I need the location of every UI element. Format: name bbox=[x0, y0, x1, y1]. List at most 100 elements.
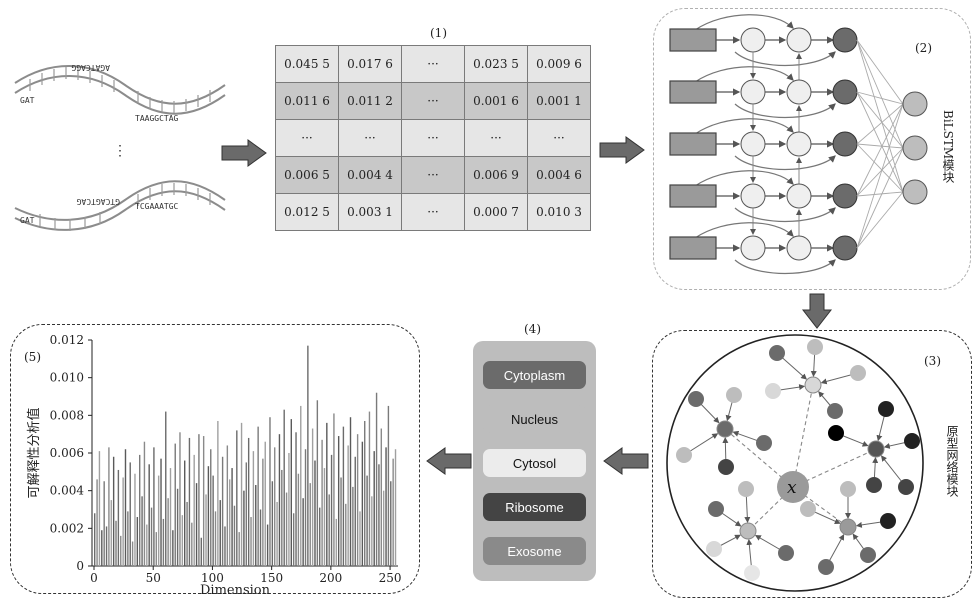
lstm-forward-arrow bbox=[734, 155, 836, 170]
bar bbox=[139, 454, 141, 566]
matrix-cell: ··· bbox=[401, 156, 465, 194]
matrix-cell: 0.011 6 bbox=[275, 82, 339, 120]
bar bbox=[352, 486, 354, 566]
matrix-cell: 0.009 6 bbox=[527, 45, 591, 83]
prototype-module-label: 原型网络模块 bbox=[945, 425, 959, 497]
lstm-forward-arrow bbox=[734, 207, 836, 222]
bar bbox=[335, 518, 337, 566]
matrix-cell: 0.004 4 bbox=[338, 156, 402, 194]
lstm-forward-cell bbox=[740, 79, 766, 105]
lstm-forward-arrow bbox=[734, 51, 836, 66]
matrix-cell: 0.000 7 bbox=[464, 193, 528, 231]
output-node bbox=[902, 91, 928, 117]
lstm-forward-cell bbox=[740, 235, 766, 261]
lstm-backward-cell bbox=[786, 235, 812, 261]
step1-label: (1) bbox=[430, 26, 447, 40]
bar bbox=[321, 439, 323, 566]
x-tick-label: 0 bbox=[90, 571, 98, 585]
dense-connection bbox=[856, 103, 904, 197]
bar bbox=[160, 458, 162, 566]
arrow-proto-to-locations bbox=[603, 447, 649, 475]
bar bbox=[157, 475, 160, 566]
matrix-cell: 0.006 5 bbox=[275, 156, 339, 194]
lstm-backward-arrow bbox=[694, 66, 794, 83]
support-sample bbox=[828, 425, 844, 441]
bar bbox=[127, 511, 129, 566]
dna-strand-2 bbox=[14, 180, 226, 231]
bar bbox=[364, 420, 366, 566]
lstm-backward-cell bbox=[786, 131, 812, 157]
support-sample bbox=[850, 365, 866, 381]
bar bbox=[311, 428, 314, 566]
matrix-cell: ··· bbox=[338, 119, 402, 157]
support-sample bbox=[880, 513, 896, 529]
bar bbox=[333, 413, 335, 566]
bar bbox=[150, 507, 153, 566]
hidden-state bbox=[832, 131, 858, 157]
support-sample bbox=[827, 403, 843, 419]
bar bbox=[101, 530, 103, 566]
bar bbox=[169, 468, 172, 566]
chart-panel bbox=[10, 324, 420, 594]
bar bbox=[295, 432, 297, 566]
bar bbox=[174, 443, 176, 566]
y-tick-label: 0.012 bbox=[50, 333, 84, 347]
bar bbox=[328, 494, 330, 566]
bar bbox=[143, 441, 146, 566]
matrix-cell: 0.011 2 bbox=[338, 82, 402, 120]
bar bbox=[110, 500, 112, 566]
bar bbox=[231, 468, 233, 566]
dna-seq2-right: TCGAAATGC bbox=[135, 202, 179, 211]
bar bbox=[129, 462, 131, 566]
matrix-cell: 0.001 1 bbox=[527, 82, 591, 120]
matrix-cell: 0.017 6 bbox=[338, 45, 402, 83]
bar bbox=[221, 456, 224, 566]
bar bbox=[188, 437, 191, 566]
bar bbox=[281, 469, 283, 566]
support-sample bbox=[878, 401, 894, 417]
x-tick-label: 150 bbox=[260, 571, 283, 585]
input-embedding bbox=[669, 236, 717, 260]
support-sample bbox=[706, 541, 722, 557]
support-sample bbox=[676, 447, 692, 463]
bar bbox=[103, 481, 105, 566]
support-sample bbox=[866, 477, 882, 493]
bar bbox=[181, 515, 184, 566]
bar bbox=[255, 485, 257, 566]
support-sample bbox=[800, 501, 816, 517]
lstm-forward-cell bbox=[740, 183, 766, 209]
y-tick-label: 0.008 bbox=[50, 408, 84, 422]
output-node bbox=[902, 179, 928, 205]
lstm-forward-arrow bbox=[734, 259, 836, 274]
bar bbox=[390, 481, 392, 566]
dense-connection bbox=[856, 91, 904, 149]
bar bbox=[94, 513, 96, 566]
bar bbox=[146, 524, 148, 566]
bar bbox=[233, 505, 236, 566]
bar bbox=[302, 498, 304, 566]
bar bbox=[117, 469, 120, 566]
matrix-row: ··· ··· ··· ··· ··· bbox=[275, 119, 591, 157]
support-sample bbox=[726, 387, 742, 403]
bar bbox=[314, 460, 316, 566]
feature-matrix: 0.045 5 0.017 6 ··· 0.023 5 0.009 6 0.01… bbox=[275, 45, 591, 231]
bar bbox=[224, 526, 226, 566]
bilstm-network bbox=[669, 14, 928, 274]
matrix-cell: 0.010 3 bbox=[527, 193, 591, 231]
bar bbox=[385, 447, 387, 566]
matrix-cell: ··· bbox=[401, 82, 465, 120]
bar bbox=[250, 517, 252, 566]
lstm-forward-arrow bbox=[734, 103, 836, 118]
bar bbox=[266, 524, 269, 566]
bar bbox=[337, 436, 340, 566]
lstm-backward-arrow bbox=[694, 170, 794, 187]
bar bbox=[326, 422, 328, 566]
bar bbox=[349, 417, 352, 566]
step3-label: (3) bbox=[924, 354, 941, 368]
bar bbox=[342, 426, 345, 566]
dense-connection bbox=[856, 39, 904, 193]
bar bbox=[120, 535, 122, 566]
matrix-cell: 0.012 5 bbox=[275, 193, 339, 231]
bar bbox=[309, 483, 311, 566]
support-sample bbox=[765, 383, 781, 399]
